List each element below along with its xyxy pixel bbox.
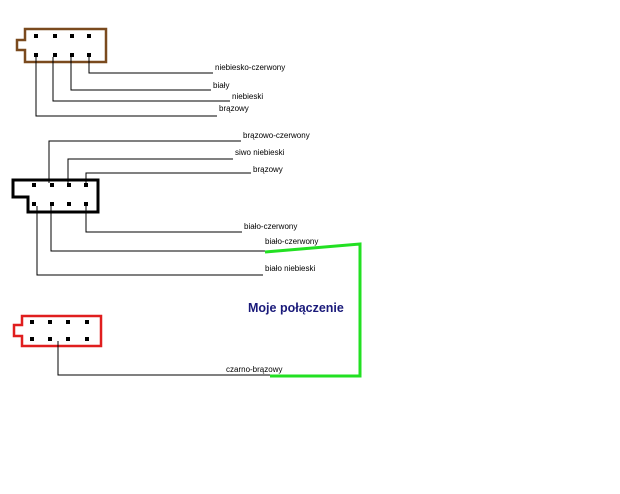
pin [84, 183, 88, 187]
pin [85, 337, 89, 341]
pin [67, 183, 71, 187]
wire-label-top-1: biały [213, 81, 229, 90]
pin [50, 183, 54, 187]
pin [34, 34, 38, 38]
connector-middle [11, 178, 100, 214]
wire-top-1 [70, 57, 211, 91]
pin [66, 337, 70, 341]
wire-top-3 [35, 57, 217, 117]
wire-label-middle-1: siwo niebieski [235, 148, 285, 157]
connector-middle-pins [32, 183, 88, 206]
my-connection-line [264, 242, 362, 378]
wire-label-bottom-0: czarno-brązowy [226, 365, 282, 374]
pin [30, 320, 34, 324]
wires-middle [36, 140, 265, 276]
wire-middle-2 [85, 172, 251, 183]
wire-label-middle-4: biało-czerwony [265, 237, 318, 246]
connector-middle-body [11, 178, 100, 214]
pin [53, 53, 57, 57]
wire-label-middle-5: biało niebieski [265, 264, 315, 273]
wire-label-middle-0: brązowo-czerwony [243, 131, 310, 140]
wire-bottom-0 [57, 341, 270, 376]
pin [48, 320, 52, 324]
connector-bottom [12, 314, 103, 348]
pin [70, 53, 74, 57]
pin [84, 202, 88, 206]
pin [85, 320, 89, 324]
pin [87, 53, 91, 57]
connector-top-body [15, 27, 108, 64]
wire-middle-1 [67, 158, 233, 183]
wire-label-top-0: niebiesko-czerwony [215, 63, 285, 72]
wire-label-middle-3: biało-czerwony [244, 222, 297, 231]
pin [30, 337, 34, 341]
pin [32, 183, 36, 187]
pin [48, 337, 52, 341]
wires-top [35, 57, 230, 117]
wire-top-0 [88, 57, 213, 74]
connector-top [15, 27, 108, 64]
wire-label-middle-2: brązowy [253, 165, 283, 174]
connector-bottom-body [12, 314, 103, 348]
pin [66, 320, 70, 324]
pin [50, 202, 54, 206]
wire-middle-4 [50, 206, 265, 252]
connector-bottom-pins [30, 320, 89, 341]
pin [67, 202, 71, 206]
wire-label-top-2: niebieski [232, 92, 263, 101]
my-connection-title: Moje połączenie [248, 301, 344, 315]
wire-label-top-3: brązowy [219, 104, 249, 113]
wire-middle-0 [48, 140, 241, 183]
pin [34, 53, 38, 57]
pin [53, 34, 57, 38]
pin [87, 34, 91, 38]
wires-bottom [57, 341, 270, 376]
wire-top-2 [52, 57, 230, 102]
wire-middle-5 [36, 206, 263, 276]
pin [32, 202, 36, 206]
wire-middle-3 [85, 206, 242, 233]
pin [70, 34, 74, 38]
connector-top-pins [34, 34, 91, 57]
